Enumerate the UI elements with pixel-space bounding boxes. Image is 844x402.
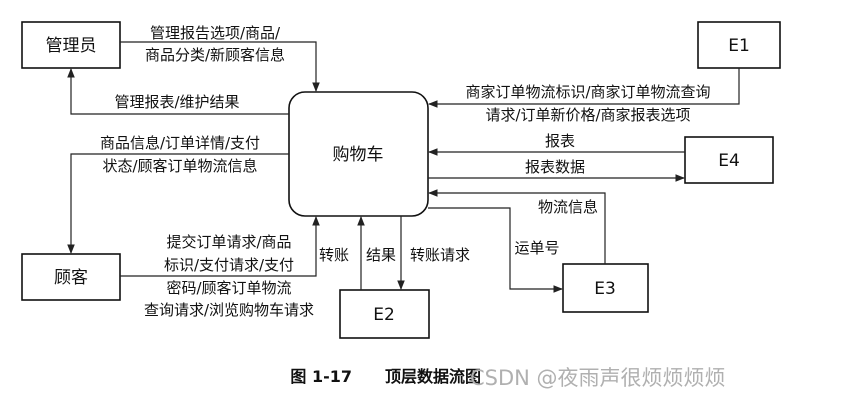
- figure-caption-title: 顶层数据流图: [385, 367, 481, 386]
- node-admin: 管理员: [21, 21, 121, 69]
- watermark: CSDN @夜雨声很烦烦烦烦: [470, 366, 726, 390]
- flow-customer-to-cart-line-2: 标识/支付请求/支付: [164, 256, 294, 274]
- flow-cart-to-admin: 管理报表/维护结果: [67, 68, 289, 115]
- flow-cart-to-e4: 报表数据: [428, 158, 685, 182]
- flow-cart-to-customer-line-1: 商品信息/订单详情/支付: [100, 134, 260, 152]
- flow-e4-to-cart-label: 报表: [545, 132, 575, 150]
- flow-customer-to-cart-line-3: 密码/顾客订单物流: [166, 279, 291, 297]
- flow-e2-to-cart: 转账 结果: [319, 216, 396, 290]
- flow-admin-to-cart-line-2: 商品分类/新顾客信息: [145, 46, 285, 64]
- flow-e2-to-cart-label-transfer: 转账: [319, 246, 349, 264]
- flow-admin-to-cart-line-1: 管理报告选项/商品/: [150, 24, 281, 42]
- flow-e1-to-cart: 商家订单物流标识/商家订单物流查询 请求/订单新价格/商家报表选项: [428, 68, 740, 124]
- node-e1-label: E1: [728, 36, 750, 56]
- node-customer: 顾客: [21, 253, 121, 301]
- flow-cart-to-customer-line-2: 状态/顾客订单物流信息: [102, 157, 257, 175]
- node-e4: E4: [684, 136, 774, 184]
- node-e2: E2: [339, 289, 430, 339]
- flow-cart-to-e2: 转账请求: [397, 216, 470, 290]
- node-e4-label: E4: [718, 151, 740, 171]
- flow-customer-to-cart-line-1: 提交订单请求/商品: [166, 233, 291, 251]
- flow-cart-to-customer: 商品信息/订单详情/支付 状态/顾客订单物流信息: [67, 134, 289, 254]
- flow-e3-to-cart: 物流信息: [428, 189, 606, 264]
- flow-customer-to-cart: 提交订单请求/商品 标识/支付请求/支付 密码/顾客订单物流 查询请求/浏览购物…: [120, 216, 320, 319]
- node-e3: E3: [562, 263, 649, 313]
- flow-e4-to-cart: 报表: [428, 132, 685, 156]
- flow-admin-to-cart: 管理报告选项/商品/ 商品分类/新顾客信息: [120, 24, 320, 92]
- figure-caption: 图 1-17 顶层数据流图: [290, 367, 481, 386]
- flow-cart-to-e3-label: 运单号: [514, 239, 559, 257]
- flow-cart-to-admin-label: 管理报表/维护结果: [114, 93, 239, 111]
- node-cart: 购物车: [288, 91, 429, 217]
- flow-e1-to-cart-line-2: 请求/订单新价格/商家报表选项: [485, 106, 690, 124]
- flow-cart-to-e4-label: 报表数据: [525, 158, 585, 176]
- figure-caption-number: 图 1-17: [290, 367, 352, 386]
- flow-cart-to-e2-label: 转账请求: [410, 246, 470, 264]
- node-e2-label: E2: [373, 305, 395, 325]
- node-e1: E1: [697, 21, 781, 69]
- flow-cart-to-e3: 运单号: [428, 207, 563, 293]
- flow-e1-to-cart-line-1: 商家订单物流标识/商家订单物流查询: [465, 83, 710, 101]
- node-customer-label: 顾客: [54, 268, 88, 288]
- node-admin-label: 管理员: [46, 36, 97, 56]
- flow-e2-to-cart-label-result: 结果: [366, 246, 396, 264]
- flow-e3-to-cart-label: 物流信息: [538, 198, 598, 216]
- flow-customer-to-cart-line-4: 查询请求/浏览购物车请求: [144, 301, 314, 319]
- node-cart-label: 购物车: [333, 145, 384, 165]
- node-e3-label: E3: [594, 279, 616, 299]
